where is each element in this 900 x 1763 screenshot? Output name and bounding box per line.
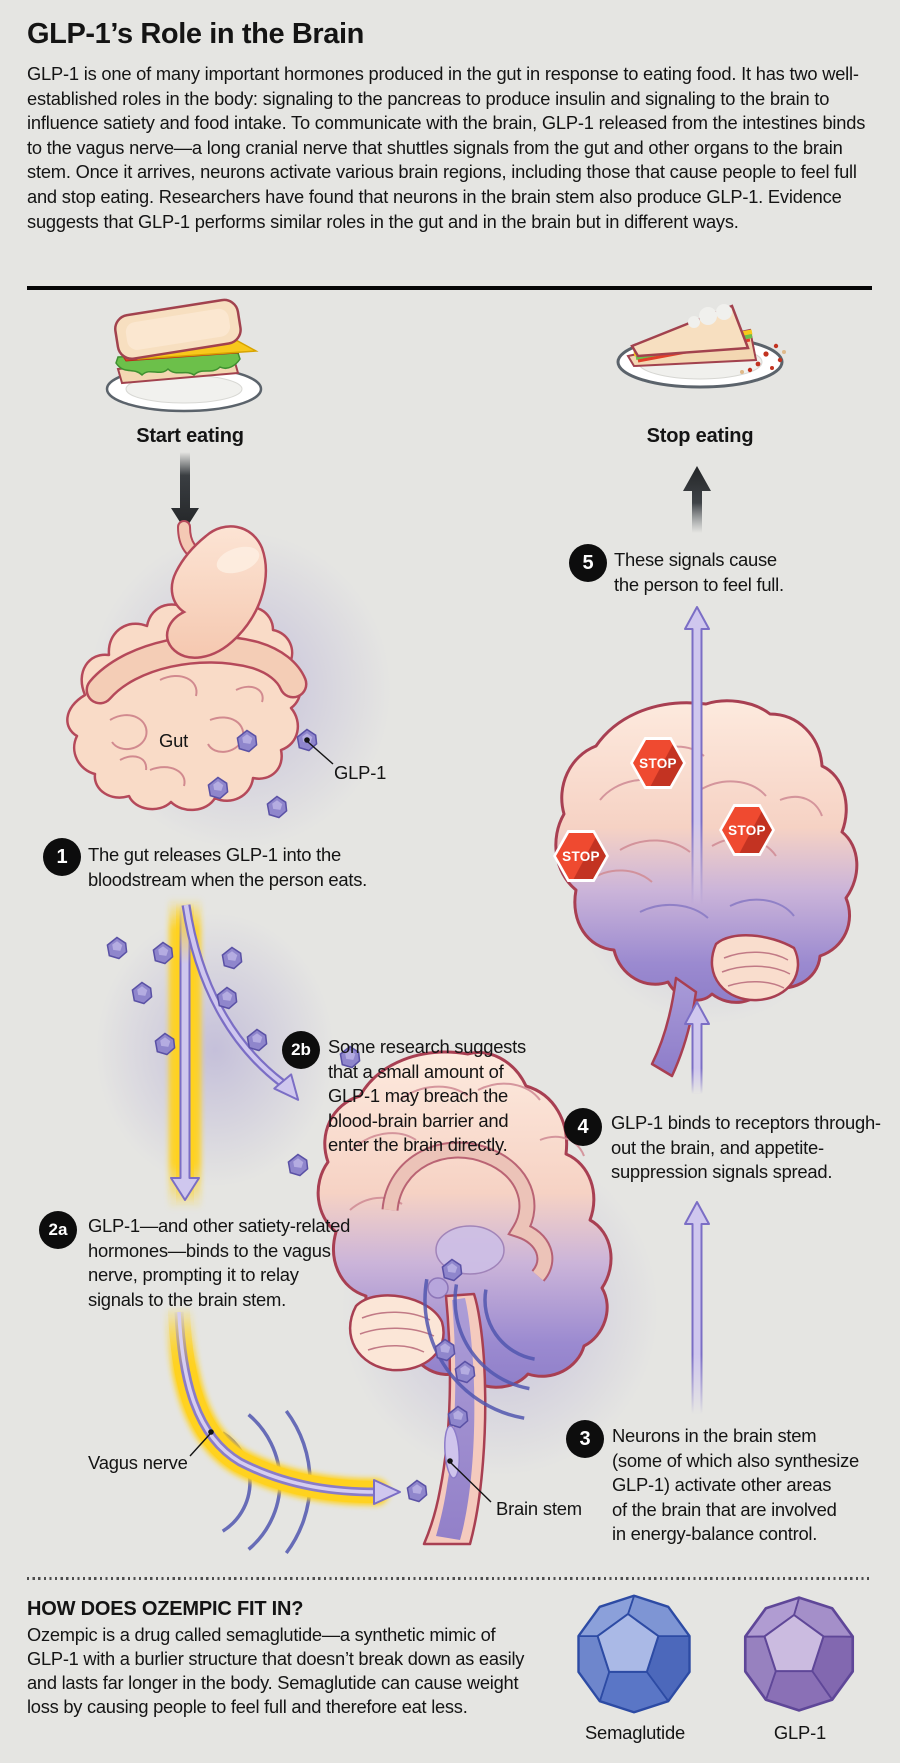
step-5-text: These signals cause the person to feel f… [614,549,784,595]
gut-label: Gut [159,730,189,751]
footer-heading: HOW DOES OZEMPIC FIT IN? [27,1598,304,1620]
intro-paragraph: GLP-1 is one of many important hormones … [27,63,866,232]
glp1-caption: GLP-1 [773,1722,827,1743]
start-plate-sandwich [105,298,263,413]
start-eating-label: Start eating [136,425,244,447]
brain-stem-label: Brain stem [496,1498,582,1519]
step-2a-text: GLP-1—and other satiety-related hormones… [88,1215,351,1310]
step-1-badge: 1 [43,838,81,876]
step-4-badge: 4 [564,1108,602,1146]
step-5-badge: 5 [569,544,607,582]
stop-sign-1-label: STOP [639,755,677,771]
start-down-arrow [171,452,199,530]
step-1-text: The gut releases GLP-1 into the bloodstr… [88,844,368,890]
vagus-nerve-curve [165,1298,401,1506]
satiety-signal-arrows [684,606,710,1415]
bloodstream-bundle [169,898,300,1210]
vagus-nerve-label: Vagus nerve [88,1452,188,1473]
semaglutide-molecule [577,1594,691,1714]
upper-brain-illustration [554,699,859,1078]
gut-illustration [66,520,308,811]
footer-body: Ozempic is a drug called semaglutide—a s… [27,1624,525,1717]
glp1-molecule [743,1596,855,1712]
step-4-text: GLP-1 binds to receptors through- out th… [611,1112,881,1183]
semaglutide-caption: Semaglutide [584,1722,686,1743]
stop-eating-label: Stop eating [646,425,754,447]
step-3-text: Neurons in the brain stem (some of which… [612,1425,860,1545]
step-2a-badge: 2a [39,1211,77,1249]
stop-sign-3-label: STOP [562,848,600,864]
glp1-label: GLP-1 [334,762,387,783]
divider-rule [27,286,872,290]
step-2b-text: Some research suggests that a small amou… [328,1036,526,1156]
stop-up-arrow [683,466,711,533]
step-2b-badge: 2b [282,1031,320,1069]
leader-lines [189,737,492,1503]
page-title: GLP-1’s Role in the Brain [27,18,364,50]
dotted-divider [27,1577,872,1580]
stop-sign-2-label: STOP [728,822,766,838]
stop-plate-sandwich [616,304,786,389]
step-3-badge: 3 [566,1420,604,1458]
